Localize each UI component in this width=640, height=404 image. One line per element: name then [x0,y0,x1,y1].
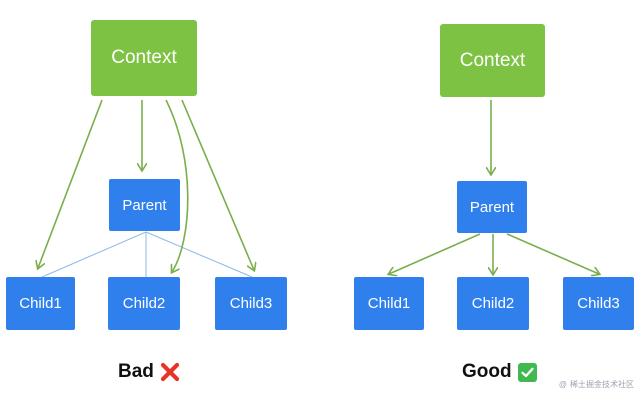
bad-context-child1-arrow [38,99,103,268]
bad-parent-node: Parent [109,179,180,231]
good-parent-child1-arrow [389,233,481,274]
good-child2-label: Child2 [471,295,515,312]
bad-child1-label: Child1 [19,295,62,312]
bad-child2-label: Child2 [122,295,166,312]
green-check-icon [517,362,537,382]
good-context-node: Context [440,24,545,97]
good-child1-label: Child1 [367,295,411,312]
good-child2-node: Child2 [457,277,529,330]
watermark-text: 稀土掘金技术社区 [570,380,634,389]
bad-context-node: Context [91,20,197,96]
good-parent-label: Parent [469,198,515,216]
red-cross-icon [160,362,180,382]
good-child3-label: Child3 [577,295,620,312]
good-parent-child3-arrow [506,233,599,274]
bad-caption: Bad [118,361,180,383]
good-child3-node: Child3 [563,277,634,330]
watermark: @ 稀土掘金技术社区 [559,379,634,390]
bad-context-child2-arrow [165,99,189,272]
bad-context-child3-arrow [181,99,254,270]
bad-child2-node: Child2 [108,277,180,330]
bad-child1-node: Child1 [6,277,75,330]
good-parent-node: Parent [457,181,527,233]
bad-child3-node: Child3 [215,277,287,330]
bad-parent-child3-edge [145,231,253,278]
at-icon: @ [558,380,567,389]
bad-caption-text: Bad [118,361,154,382]
bad-parent-label: Parent [122,196,167,214]
bad-context-label: Context [111,47,177,68]
bad-child3-label: Child3 [229,295,273,312]
bad-parent-child1-edge [41,231,147,278]
good-context-label: Context [459,49,526,71]
good-caption-text: Good [462,361,512,382]
good-child1-node: Child1 [354,277,424,330]
good-caption: Good [462,361,537,383]
